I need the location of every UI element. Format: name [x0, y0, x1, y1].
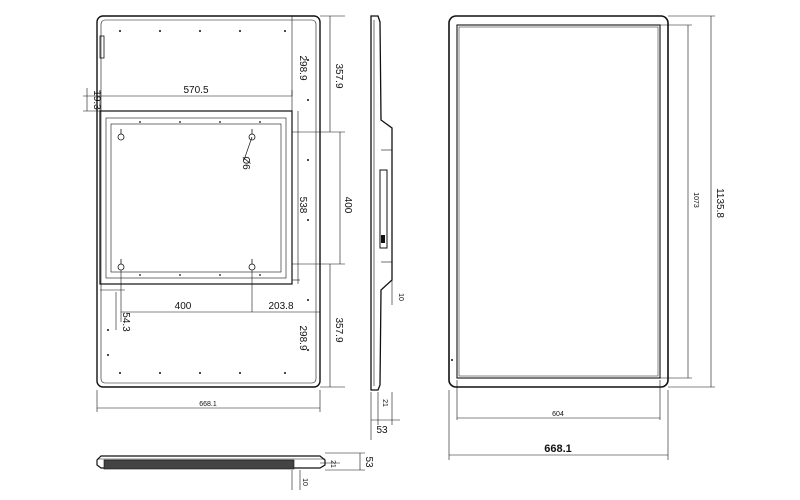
- side-view: 10 21 53: [370, 15, 404, 440]
- dim-front-active-height: 1073: [692, 192, 699, 208]
- hole-leader: [243, 136, 253, 161]
- power-led: [451, 359, 453, 361]
- dim-front-overall-height: 1135.8: [714, 188, 725, 218]
- dim-vesa-vertical: 400: [342, 197, 353, 214]
- front-bezel: [448, 15, 669, 388]
- bottom-view: 53 21 10: [96, 452, 374, 490]
- dim-bottom-wall-gap: 10: [301, 478, 308, 486]
- dim-bottom-edge: 21: [329, 460, 336, 468]
- front-screen-inner: [458, 26, 659, 377]
- dim-height-upper-inner: 298.9: [297, 55, 308, 80]
- side-bracket: [379, 169, 388, 249]
- front-dimension-lines: [448, 15, 715, 460]
- front-view: 1073 1135.8 604 668.1: [448, 15, 725, 460]
- rivets: [107, 30, 309, 374]
- keyhole-mounts: [117, 129, 256, 271]
- dim-height-lower-outer: 357.9: [333, 317, 344, 342]
- back-view: 570.5 19.3 298.9 357.9 Ø6 538 400 400 20…: [83, 15, 353, 412]
- dim-bottom-offset: 54.3: [120, 312, 131, 332]
- bracket-plate: [110, 123, 282, 273]
- wall-bracket-inner: [105, 117, 287, 279]
- back-panel-inner: [100, 19, 317, 384]
- back-dimension-lines: [83, 15, 345, 412]
- front-screen: [456, 24, 661, 379]
- dim-height-upper-outer: 357.9: [333, 63, 344, 88]
- back-panel-outline: [96, 15, 321, 388]
- dim-side-wall-gap: 10: [397, 293, 404, 301]
- bottom-profile: [96, 455, 326, 469]
- dim-front-active-width: 604: [552, 411, 564, 418]
- dim-side-overall-depth: 53: [376, 425, 388, 436]
- dim-side-bottom-depth: 21: [381, 399, 388, 407]
- wall-bracket: [99, 110, 293, 285]
- dim-bracket-width: 570.5: [183, 85, 208, 96]
- dim-height-lower-inner: 298.9: [297, 325, 308, 350]
- dim-back-overall-width: 668.1: [199, 401, 217, 408]
- dim-hole-diameter: Ø6: [240, 156, 251, 170]
- bottom-vents: [103, 459, 295, 470]
- dim-bottom-depth: 53: [363, 456, 374, 468]
- dim-vesa-horizontal: 400: [175, 301, 192, 312]
- side-dimension-lines: [370, 280, 400, 440]
- dim-right-offset: 203.8: [268, 301, 293, 312]
- dim-top-offset: 19.3: [91, 90, 102, 110]
- bottom-dimension-lines: [291, 452, 365, 490]
- side-slot: [99, 35, 105, 59]
- dim-bracket-height: 538: [297, 197, 308, 214]
- dim-front-overall-width: 668.1: [544, 443, 572, 455]
